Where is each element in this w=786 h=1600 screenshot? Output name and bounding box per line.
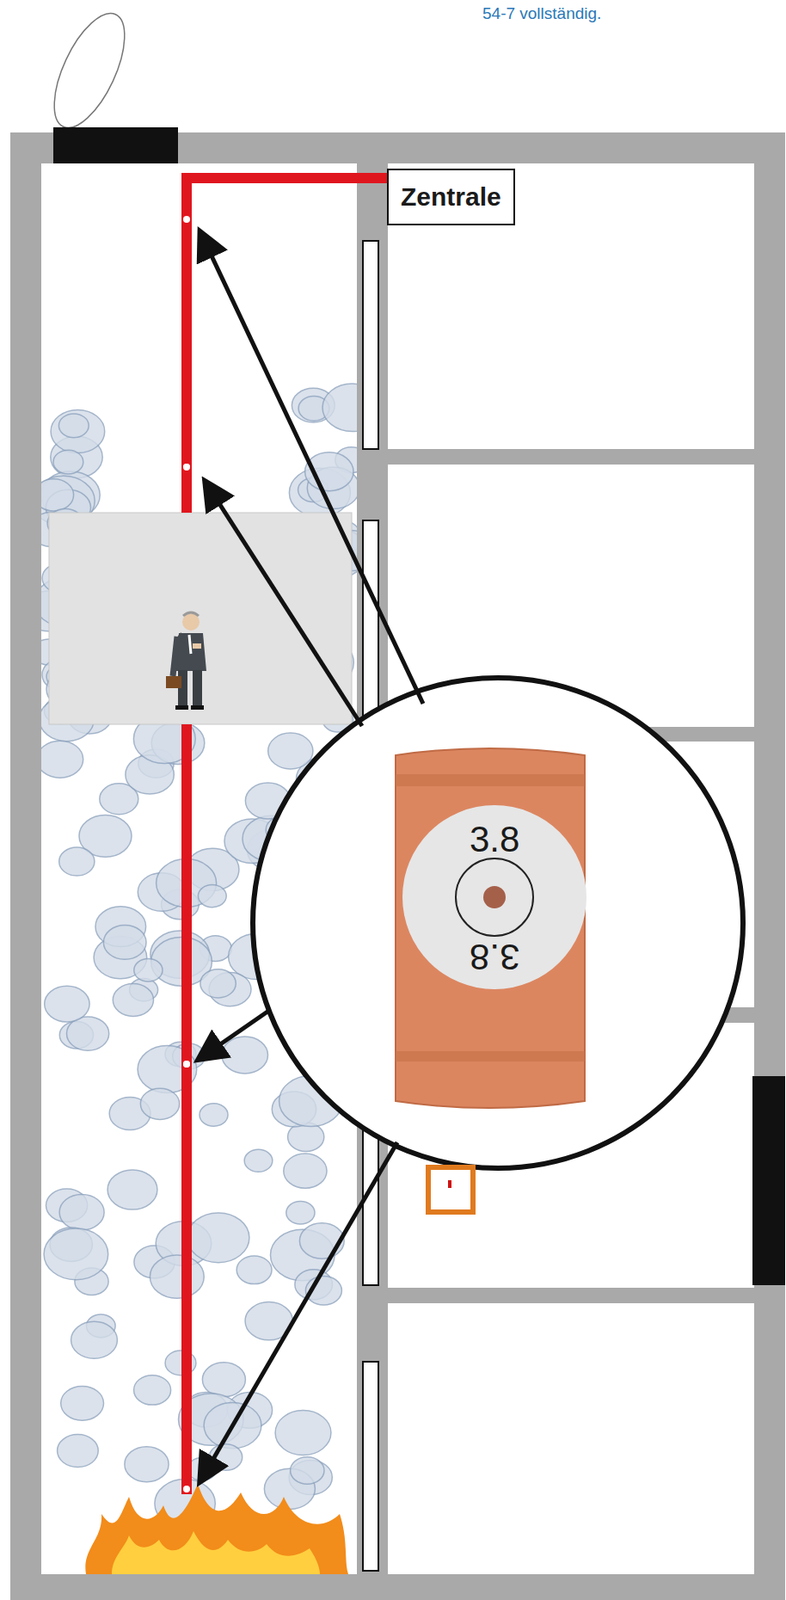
smoke-puff bbox=[290, 1456, 325, 1484]
detector-line bbox=[181, 466, 192, 1058]
smoke-puff bbox=[107, 1169, 158, 1210]
smoke-puff bbox=[187, 1212, 250, 1263]
smoke-puff bbox=[283, 1153, 327, 1188]
smoke-puff bbox=[202, 1362, 246, 1397]
door bbox=[752, 1075, 786, 1285]
smoke-puff bbox=[59, 847, 95, 876]
smoke-puff bbox=[41, 740, 84, 778]
smoke-puff bbox=[103, 925, 147, 960]
elevator-car bbox=[49, 512, 352, 725]
smoke-puff bbox=[322, 383, 357, 431]
box-label: Zentrale bbox=[400, 182, 514, 212]
smoke-puff bbox=[286, 1200, 315, 1224]
smoke-puff bbox=[134, 1375, 172, 1405]
detector-callout bbox=[252, 677, 744, 1168]
smoke-puff bbox=[140, 1087, 179, 1119]
caption-fragment: 54-7 vollständig. bbox=[482, 5, 602, 24]
smoke-puff bbox=[44, 985, 90, 1022]
smoke-puff bbox=[149, 1254, 204, 1298]
smoke-puff bbox=[197, 884, 227, 908]
fire bbox=[85, 1483, 349, 1574]
smoke-puff bbox=[200, 969, 236, 998]
smoke-puff bbox=[299, 1222, 344, 1259]
smoke-puff bbox=[199, 1103, 228, 1126]
smoke-puff bbox=[53, 449, 84, 474]
smoke-puff bbox=[61, 1385, 105, 1420]
smoke-puff bbox=[43, 1228, 109, 1280]
smoke-puff bbox=[268, 732, 314, 769]
smoke-puff bbox=[50, 409, 105, 453]
smoke-puff bbox=[112, 983, 154, 1017]
smoke-vent bbox=[53, 127, 179, 164]
smoke-puff bbox=[134, 958, 163, 983]
detector-point bbox=[183, 463, 191, 471]
smoke-vent-lid bbox=[39, 3, 139, 138]
smoke-puff bbox=[58, 413, 89, 438]
smoke-puff bbox=[221, 1036, 269, 1074]
control-panel-box: Zentrale bbox=[386, 168, 516, 226]
detector-opening bbox=[428, 1166, 473, 1212]
detector-number: 3.8 bbox=[469, 819, 520, 860]
smoke-puff bbox=[59, 1193, 105, 1230]
smoke-vent bbox=[53, 127, 179, 164]
detector-number: 3.8 bbox=[469, 936, 520, 977]
smoke-puff bbox=[244, 1148, 273, 1172]
person bbox=[165, 612, 207, 710]
building-wall bbox=[10, 132, 786, 1600]
smoke-puff bbox=[57, 1434, 99, 1468]
leader-arrows bbox=[200, 233, 424, 1480]
smoke-puff bbox=[124, 1446, 169, 1482]
detector-opening-mark bbox=[448, 1179, 452, 1188]
smoke-puff bbox=[41, 478, 74, 511]
smoke-puff bbox=[275, 1410, 332, 1456]
smoke-puff bbox=[236, 1255, 272, 1284]
detector-point bbox=[183, 1060, 191, 1068]
smoke-puff bbox=[71, 1320, 118, 1358]
